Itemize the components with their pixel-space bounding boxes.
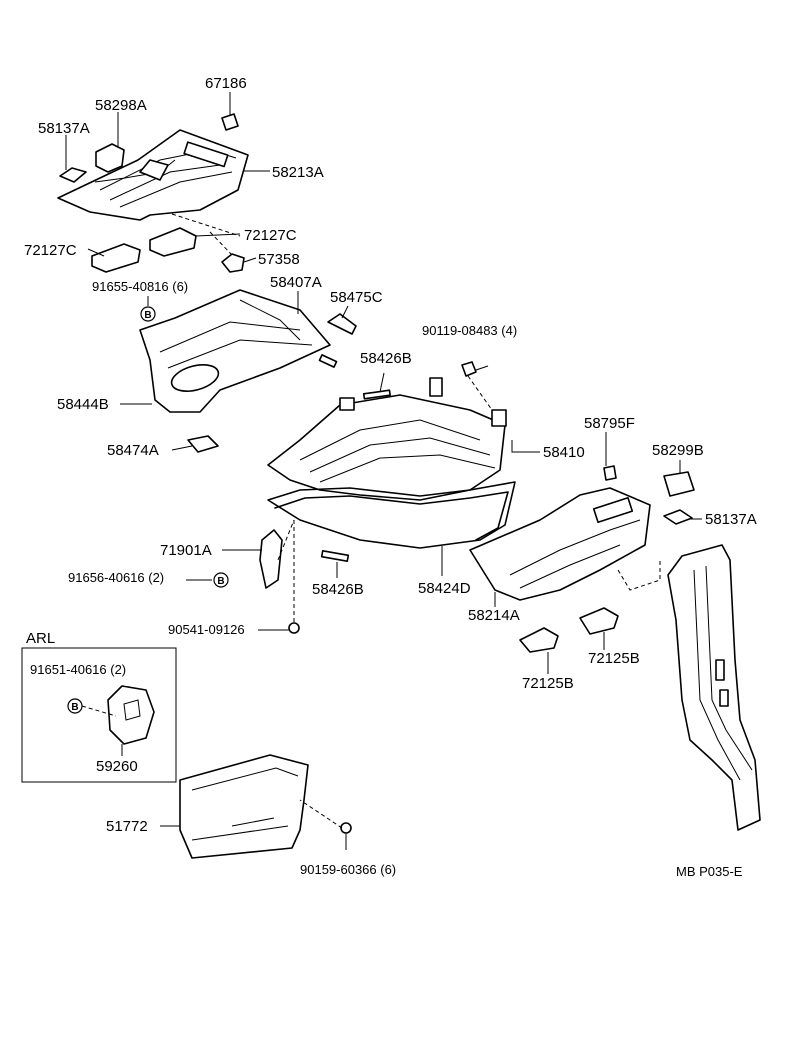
label-58407A: 58407A [270,274,322,291]
label-72127C-right: 72127C [244,227,297,244]
bracket-58299B [663,471,695,497]
label-58137A-right: 58137A [705,511,757,528]
step-51772 [179,754,309,859]
pad-72125B-left [519,627,559,653]
floor-pan-58407A [139,289,338,413]
label-58214A: 58214A [468,607,520,624]
pad-58137A-right [663,509,693,525]
bar-58426B-top [362,389,391,400]
label-90159-60366: 90159-60366 (6) [300,862,396,877]
svg-text:B: B [217,576,224,587]
leader-lines [65,92,702,850]
bracket-58298A [95,143,125,173]
drawing-code: MB P035-E [676,864,743,879]
label-90541-09126: 90541-09126 [168,622,245,637]
label-51772: 51772 [106,818,148,835]
pad-72125B-right [579,607,619,635]
bracket-59260 [107,685,155,745]
label-arl: ARL [26,630,55,647]
floor-pan-58214A [469,487,651,601]
pad-72127C-left [91,243,141,273]
floor-pan-58410 [267,377,507,501]
bar-58426B-bottom [320,549,350,563]
label-67186: 67186 [205,75,247,92]
clip-67186 [221,113,239,131]
label-58444B: 58444B [57,396,109,413]
label-72127C-left: 72127C [24,242,77,259]
bracket-58474A [187,435,219,453]
bracket-71901A [259,529,283,589]
clip-58795F [603,465,617,481]
clip-57358 [221,253,245,273]
label-91655-40816: 91655-40816 (6) [92,279,188,294]
bolt-90159 [340,822,352,834]
label-57358: 57358 [258,251,300,268]
bolt-90541 [288,622,300,634]
label-58298A: 58298A [95,97,147,114]
label-58137A-top: 58137A [38,120,90,137]
label-58410: 58410 [543,444,585,461]
label-91656-40616: 91656-40616 (2) [68,570,164,585]
bracket-58475C [327,313,357,335]
bolt-marker-2: B [213,572,229,588]
label-58213A: 58213A [272,164,324,181]
label-58795F: 58795F [584,415,635,432]
label-59260: 59260 [96,758,138,775]
pad-72127C-right [149,227,197,257]
label-90119-08483: 90119-08483 (4) [422,323,517,338]
label-72125B-right: 72125B [588,650,640,667]
svg-text:B: B [71,702,78,713]
bolt-marker-1: B [140,306,156,322]
label-58475C: 58475C [330,289,383,306]
label-91651-40616: 91651-40616 (2) [30,662,126,677]
arl-box [21,647,177,783]
pad-58137A-top [59,167,87,183]
label-72125B-left: 72125B [522,675,574,692]
floor-pan-58213A [57,129,249,221]
svg-text:B: B [144,310,151,321]
bolt-90119 [461,361,477,377]
side-pillar [667,544,761,831]
label-58426B-bottom: 58426B [312,581,364,598]
frame-58424D [267,481,516,549]
label-58474A: 58474A [107,442,159,459]
label-58299B: 58299B [652,442,704,459]
label-58426B-top: 58426B [360,350,412,367]
label-71901A: 71901A [160,542,212,559]
bolt-marker-3: B [67,698,83,714]
label-58424D: 58424D [418,580,471,597]
